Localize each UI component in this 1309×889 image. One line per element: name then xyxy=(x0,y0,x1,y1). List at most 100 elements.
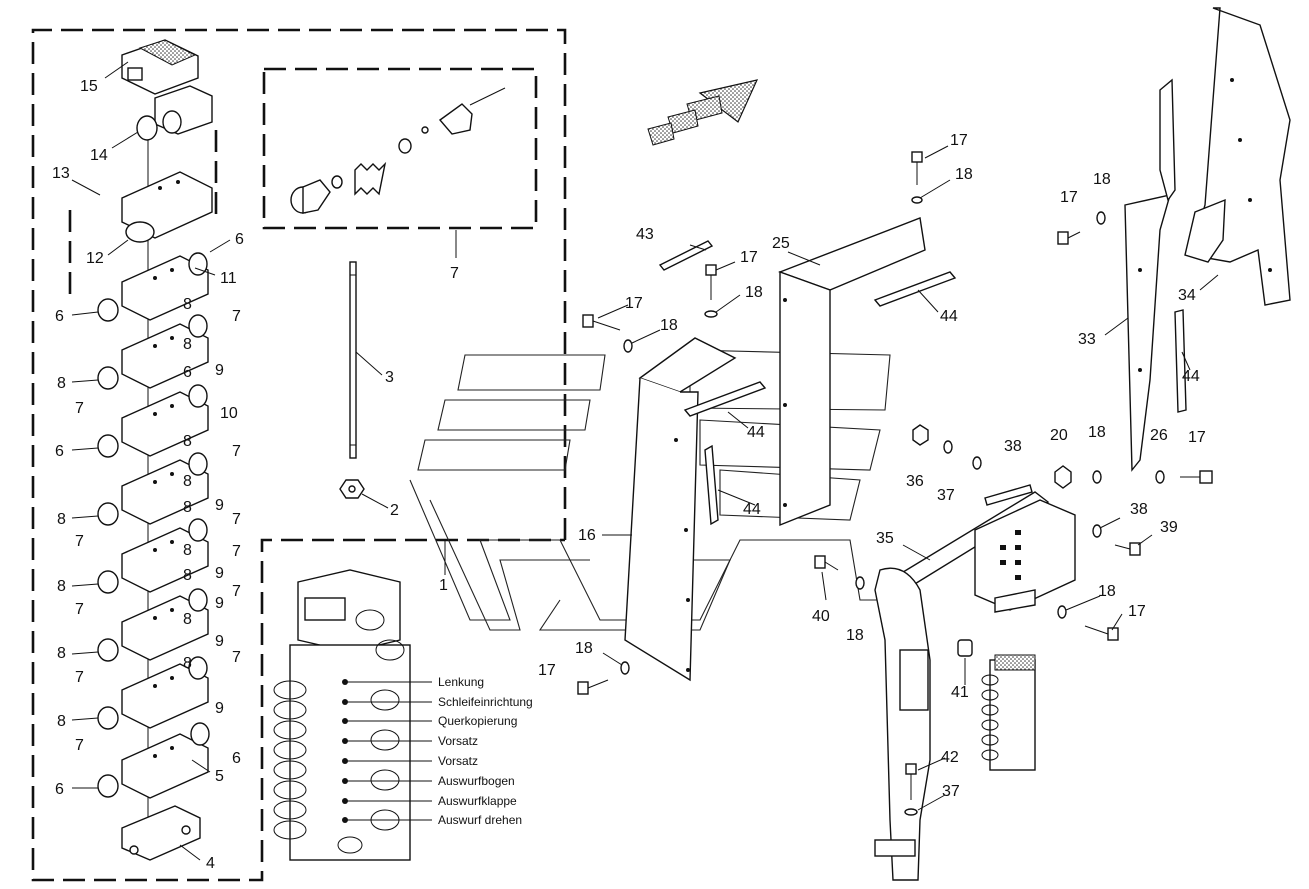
callout-7: 7 xyxy=(75,533,84,550)
valve-section-1 xyxy=(97,252,209,322)
callout-43: 43 xyxy=(636,226,654,243)
callout-25: 25 xyxy=(772,235,790,252)
valve-section-8 xyxy=(97,722,210,799)
callout-8: 8 xyxy=(183,655,192,672)
block-part-12 xyxy=(121,171,213,243)
callout-44: 44 xyxy=(743,501,761,518)
function-label-lenkung: Lenkung xyxy=(438,675,484,689)
callout-7: 7 xyxy=(232,443,241,460)
threaded-rod-part-3 xyxy=(349,261,357,459)
side-panel-part-33 xyxy=(1124,78,1176,472)
callout-18: 18 xyxy=(1093,171,1111,188)
callout-34: 34 xyxy=(1178,287,1196,304)
callout-17: 17 xyxy=(740,249,758,266)
fasteners xyxy=(577,151,1213,816)
solenoid-part-14 xyxy=(136,85,213,141)
callout-17: 17 xyxy=(538,662,556,679)
callout-6: 6 xyxy=(183,364,192,381)
callout-37: 37 xyxy=(942,783,960,800)
valve-section-2 xyxy=(97,314,209,390)
callout-9: 9 xyxy=(215,362,224,379)
callout-7: 7 xyxy=(75,601,84,618)
callout-7: 7 xyxy=(232,583,241,600)
spacer-part-41 xyxy=(957,639,973,657)
callout-38: 38 xyxy=(1130,501,1148,518)
background-direction-sketch xyxy=(409,349,900,631)
callout-8: 8 xyxy=(57,511,66,528)
callout-20: 20 xyxy=(1050,427,1068,444)
valve-section-5 xyxy=(97,518,209,594)
plug-part-15 xyxy=(121,39,199,95)
callout-40: 40 xyxy=(812,608,830,625)
callout-7: 7 xyxy=(232,543,241,560)
callout-8: 8 xyxy=(183,336,192,353)
function-label-auswurfklappe: Auswurfklappe xyxy=(438,794,517,808)
callout-numbers: 15 14 13 12 6 11 6 8 7 9 8 8 7 6 10 6 8 … xyxy=(52,78,1206,872)
valve-section-4 xyxy=(97,452,209,526)
callout-26: 26 xyxy=(1150,427,1168,444)
callout-7: 7 xyxy=(232,649,241,666)
callout-leaders xyxy=(71,61,1219,861)
callout-4: 4 xyxy=(206,855,215,872)
callout-7: 7 xyxy=(232,308,241,325)
callout-8: 8 xyxy=(57,578,66,595)
callout-6: 6 xyxy=(235,231,244,248)
callout-14: 14 xyxy=(90,147,108,164)
function-label-auswurfbogen: Auswurfbogen xyxy=(438,774,515,788)
mount-plate-part xyxy=(974,499,1076,613)
callout-7: 7 xyxy=(75,400,84,417)
callout-44: 44 xyxy=(1182,368,1200,385)
callout-6: 6 xyxy=(55,443,64,460)
callout-8: 8 xyxy=(57,375,66,392)
callout-17: 17 xyxy=(1128,603,1146,620)
valve-group-frame xyxy=(31,28,567,882)
callout-38: 38 xyxy=(1004,438,1022,455)
callout-8: 8 xyxy=(183,611,192,628)
callout-33: 33 xyxy=(1078,331,1096,348)
valve-section-3 xyxy=(97,384,209,458)
end-plate-part-4 xyxy=(121,805,201,861)
callout-8: 8 xyxy=(183,499,192,516)
callout-8: 8 xyxy=(183,296,192,313)
callout-2: 2 xyxy=(390,502,399,519)
strip-part-43 xyxy=(658,240,714,271)
callout-11: 11 xyxy=(220,270,237,287)
callout-18: 18 xyxy=(846,627,864,644)
callout-18: 18 xyxy=(1098,583,1116,600)
callout-35: 35 xyxy=(876,530,894,547)
valve-stack xyxy=(97,39,213,861)
callout-44: 44 xyxy=(940,308,958,325)
function-label-auswurf-drehen: Auswurf drehen xyxy=(438,813,522,827)
callout-8: 8 xyxy=(183,542,192,559)
side-panel-part-34 xyxy=(1184,7,1291,306)
panel-part-25 xyxy=(777,217,926,527)
callout-17: 17 xyxy=(950,132,968,149)
callout-9: 9 xyxy=(215,633,224,650)
callout-18: 18 xyxy=(575,640,593,657)
callout-17: 17 xyxy=(625,295,643,312)
callout-7: 7 xyxy=(75,737,84,754)
callout-9: 9 xyxy=(215,700,224,717)
callout-18: 18 xyxy=(1088,424,1106,441)
callout-41: 41 xyxy=(951,684,969,701)
function-label-vorsatz-1: Vorsatz xyxy=(438,734,478,748)
callout-6: 6 xyxy=(232,750,241,767)
function-label-querkopierung: Querkopierung xyxy=(438,714,517,728)
callout-9: 9 xyxy=(215,497,224,514)
callout-6: 6 xyxy=(55,781,64,798)
callout-42: 42 xyxy=(941,749,959,766)
callout-8: 8 xyxy=(57,645,66,662)
callout-3: 3 xyxy=(385,369,394,386)
callout-7: 7 xyxy=(75,669,84,686)
spool-assembly xyxy=(290,87,506,214)
control-valve-block-sketch: Lenkung Schleifeinrichtung Querkopierung… xyxy=(273,569,533,861)
callout-5: 5 xyxy=(215,768,224,785)
callout-16: 16 xyxy=(578,527,596,544)
callout-12: 12 xyxy=(86,250,104,267)
valve-block-mini-sketch xyxy=(981,654,1036,771)
callout-8: 8 xyxy=(183,433,192,450)
function-label-schleifeinrichtung: Schleifeinrichtung xyxy=(438,695,533,709)
strip-parts-44 xyxy=(683,271,1187,526)
callout-13: 13 xyxy=(52,165,70,182)
